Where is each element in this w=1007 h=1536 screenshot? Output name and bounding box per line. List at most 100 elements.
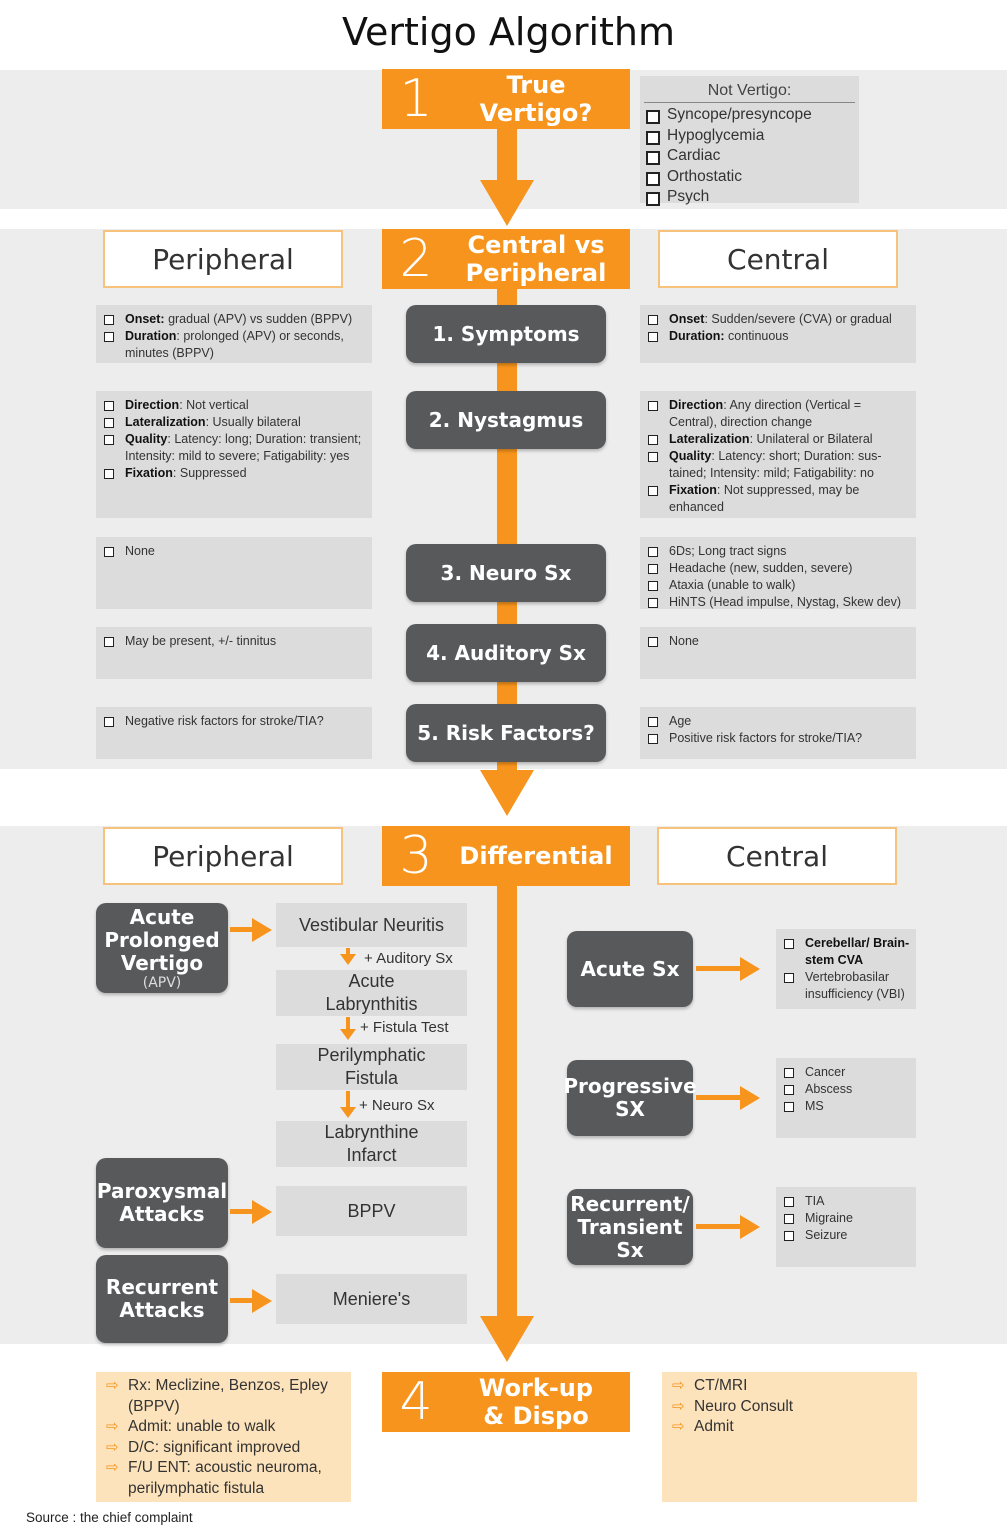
criterion-item: May be present, +/- tinnitus <box>102 633 366 650</box>
central-risk-box: Age Positive risk factors for stroke/TIA… <box>640 707 916 759</box>
spine-arrowhead-1 <box>480 180 534 226</box>
neuro-sx-pill: 3. Neuro Sx <box>406 544 606 602</box>
apv-arrow-head <box>252 918 272 942</box>
not-vertigo-item: Cardiac <box>644 146 855 167</box>
central-auditory-box: None <box>640 627 916 679</box>
criterion-item: None <box>102 543 366 560</box>
progressive-arrow-head <box>740 1086 760 1110</box>
acute-sx-box: Cerebellar/ Brain-stem CVA Vertebrobasil… <box>776 929 916 1009</box>
workup-item: Admit: unable to walk <box>106 1417 341 1438</box>
paroxysmal-attacks-pill: Paroxysmal Attacks <box>96 1158 228 1248</box>
chain-label-neuro: + Neuro Sx <box>359 1097 435 1114</box>
step-label: Differential <box>459 842 613 870</box>
criterion-item: Cancer <box>782 1064 910 1081</box>
symptoms-pill: 1. Symptoms <box>406 305 606 363</box>
recurrent-transient-box: TIA Migraine Seizure <box>776 1187 916 1267</box>
chain-arrow-line <box>346 1017 350 1029</box>
workup-item: Neuro Consult <box>672 1397 907 1418</box>
spine-segment-1 <box>497 128 517 184</box>
source-note: Source : the chief complaint <box>26 1510 193 1525</box>
apv-abbrev: (APV) <box>142 974 182 991</box>
criterion-item: Duration: prolonged (APV) or seconds, mi… <box>102 328 366 362</box>
spine-segment-3 <box>497 885 517 1318</box>
apv-arrow-line <box>230 927 254 932</box>
step-number: 1 <box>399 69 433 129</box>
not-vertigo-box: Not Vertigo: Syncope/presyncope Hypoglyc… <box>640 76 859 206</box>
central-nystagmus-box: Direction: Any direction (Vertical = Cen… <box>640 391 916 518</box>
criterion-item: Positive risk factors for stroke/TIA? <box>646 730 910 747</box>
peripheral-workup-box: Rx: Meclizine, Benzos, Epley (BPPV) Admi… <box>96 1372 351 1502</box>
criterion-item: Negative risk factors for stroke/TIA? <box>102 713 366 730</box>
peripheral-symptoms-box: Onset: gradual (APV) vs sudden (BPPV) Du… <box>96 305 372 363</box>
dx-perilymphatic-fistula: Perilymphatic Fistula <box>276 1044 467 1090</box>
paroxysmal-arrow-line <box>230 1209 254 1214</box>
criterion-item: TIA <box>782 1193 910 1210</box>
workup-item: D/C: significant improved <box>106 1438 341 1459</box>
chain-arrow-line <box>346 1091 350 1107</box>
dx-acute-labrynthitis: Acute Labrynthitis <box>276 970 467 1016</box>
criterion-item: Fixation: Suppressed <box>102 465 366 482</box>
chain-arrow-head <box>340 954 356 965</box>
criterion-item: Quality: Latency: long; Duration: transi… <box>102 431 366 465</box>
step-number: 3 <box>399 826 433 886</box>
criterion-item: Headache (new, sudden, severe) <box>646 560 910 577</box>
peripheral-neuro-box: None <box>96 537 372 609</box>
criterion-item: Onset: Sudden/severe (CVA) or gradual <box>646 311 910 328</box>
criterion-item: Migraine <box>782 1210 910 1227</box>
peripheral-risk-box: Negative risk factors for stroke/TIA? <box>96 707 372 759</box>
central-symptoms-box: Onset: Sudden/severe (CVA) or gradual Du… <box>640 305 916 363</box>
criterion-item: Direction: Not vertical <box>102 397 366 414</box>
criterion-item: Cerebellar/ Brain-stem CVA <box>782 935 910 969</box>
central-neuro-box: 6Ds; Long tract signs Headache (new, sud… <box>640 537 916 609</box>
apv-label: Acute Prolonged Vertigo <box>104 904 220 975</box>
step-label: Central vs Peripheral <box>465 231 607 287</box>
central-header-3: Central <box>657 827 897 885</box>
dx-labrynthine-infarct: Labrynthine Infarct <box>276 1121 467 1167</box>
peripheral-header-2: Peripheral <box>103 230 343 288</box>
criterion-item: None <box>646 633 910 650</box>
recurrent-transient-arrow-head <box>740 1215 760 1239</box>
progressive-sx-pill: Progressive SX <box>563 1060 697 1136</box>
recurrent-arrow-line <box>230 1298 254 1303</box>
dx-vestibular-neuritis: Vestibular Neuritis <box>276 903 467 947</box>
criterion-item: Seizure <box>782 1227 910 1244</box>
criterion-item: Ataxia (unable to walk) <box>646 577 910 594</box>
step-2-central-vs-peripheral: 2 Central vs Peripheral <box>382 229 630 289</box>
acute-sx-arrow-head <box>740 957 760 981</box>
not-vertigo-item: Orthostatic <box>644 167 855 188</box>
dx-bppv: BPPV <box>276 1186 467 1236</box>
criterion-item: Quality: Latency: short; Duration: sus-t… <box>646 448 910 482</box>
spine-arrowhead-2 <box>480 770 534 816</box>
apv-pill: Acute Prolonged Vertigo (APV) <box>96 903 228 993</box>
paroxysmal-arrow-head <box>252 1200 272 1224</box>
chain-label-fistula: + Fistula Test <box>360 1019 449 1036</box>
criterion-item: Fixation: Not suppressed, may be enhance… <box>646 482 910 516</box>
central-header-2: Central <box>658 230 898 288</box>
progressive-sx-box: Cancer Abscess MS <box>776 1058 916 1138</box>
step-number: 4 <box>399 1372 433 1432</box>
acute-sx-pill: Acute Sx <box>567 931 693 1007</box>
step-label: True Vertigo? <box>479 71 593 127</box>
criterion-item: Lateralization: Unilateral or Bilateral <box>646 431 910 448</box>
criterion-item: Age <box>646 713 910 730</box>
recurrent-transient-arrow-line <box>696 1224 742 1229</box>
criterion-item: HiNTS (Head impulse, Nystag, Skew dev) <box>646 594 910 611</box>
nystagmus-pill: 2. Nystagmus <box>406 391 606 449</box>
recurrent-attacks-pill: Recurrent Attacks <box>96 1255 228 1343</box>
workup-item: Rx: Meclizine, Benzos, Epley (BPPV) <box>106 1376 341 1417</box>
workup-item: Admit <box>672 1417 907 1438</box>
not-vertigo-item: Psych <box>644 187 855 208</box>
step-3-differential: 3 Differential <box>382 826 630 886</box>
recurrent-arrow-head <box>252 1289 272 1313</box>
step-label: Work-up & Dispo <box>478 1374 594 1430</box>
step-4-workup-dispo: 4 Work-up & Dispo <box>382 1372 630 1432</box>
criterion-item: Abscess <box>782 1081 910 1098</box>
chain-label-auditory: + Auditory Sx <box>364 950 453 967</box>
spine-arrowhead-3 <box>480 1316 534 1362</box>
chain-arrow-head <box>340 1107 356 1118</box>
auditory-sx-pill: 4. Auditory Sx <box>406 624 606 682</box>
dx-menieres: Meniere's <box>276 1274 467 1324</box>
criterion-item: Vertebrobasilar insufficiency (VBI) <box>782 969 910 1003</box>
recurrent-transient-pill: Recurrent/ Transient Sx <box>567 1189 693 1265</box>
chain-arrow-head <box>340 1029 356 1040</box>
